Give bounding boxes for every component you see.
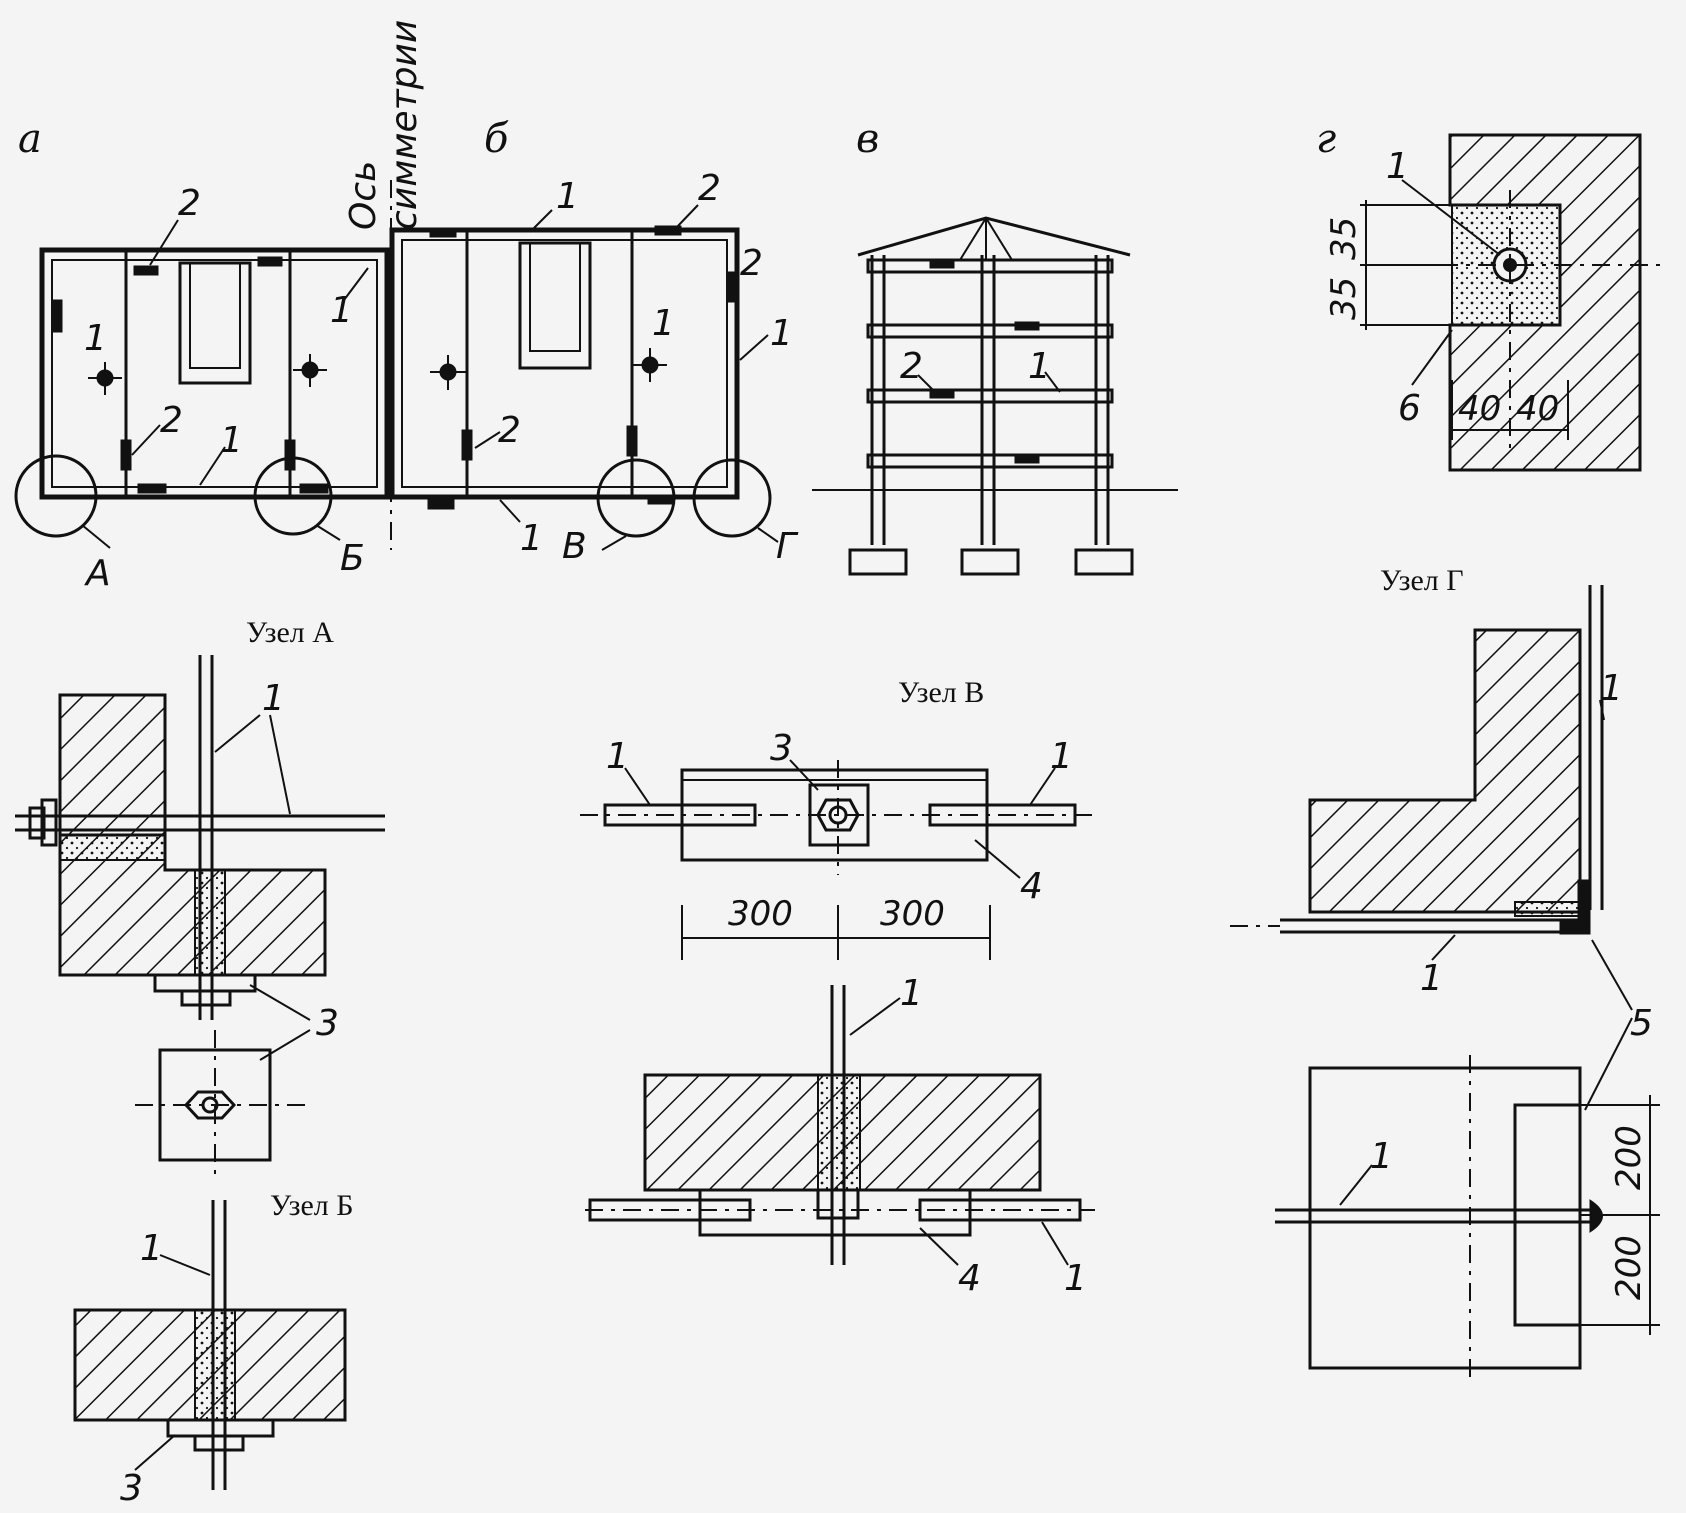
- node-title-A: Узел А: [246, 616, 334, 649]
- marker-1: 1: [220, 420, 243, 461]
- marker-1: 1: [652, 303, 675, 344]
- dim-40: 40: [1516, 389, 1559, 429]
- marker-2: 2: [160, 400, 183, 441]
- plan-b: б 1 2 2 1 1 2 1 В Г: [389, 116, 799, 567]
- marker-1: 1: [262, 678, 285, 719]
- marker-4: 4: [958, 1258, 981, 1299]
- marker-1: 1: [1420, 958, 1443, 999]
- axis-label-line2: симметрии: [384, 20, 425, 230]
- marker-1: 1: [606, 736, 629, 777]
- marker-6: 6: [1398, 388, 1421, 429]
- marker-1: 1: [1050, 736, 1073, 777]
- marker-2: 2: [900, 346, 923, 387]
- marker-1: 1: [1064, 1258, 1087, 1299]
- callout-V: В: [562, 526, 587, 567]
- node-V: Узел В 3 1 1 4 300 300 1 4: [580, 676, 1100, 1299]
- node-title-B: Узел Б: [270, 1189, 353, 1222]
- node-A: Узел А 1 3: [15, 616, 385, 1180]
- marker-3: 3: [316, 1003, 339, 1044]
- marker-2: 2: [498, 410, 521, 451]
- panel-label-g: г: [1316, 116, 1336, 162]
- marker-3: 3: [770, 728, 793, 769]
- plan-a: а 2 1 2 1 1 А Б: [14, 116, 390, 594]
- marker-1: 1: [1370, 1136, 1393, 1177]
- marker-1: 1: [1386, 146, 1409, 187]
- node-G: Узел Г 1 1 5 200 200 1: [1230, 564, 1660, 1385]
- marker-1: 1: [556, 176, 579, 217]
- marker-2: 2: [178, 183, 201, 224]
- marker-1: 1: [900, 973, 923, 1014]
- axis-label-line1: Ось: [343, 161, 384, 230]
- marker-1: 1: [770, 313, 793, 354]
- callout-B: Б: [340, 538, 365, 579]
- callout-A: А: [84, 553, 111, 594]
- dim-40: 40: [1458, 389, 1501, 429]
- dim-35: 35: [1324, 277, 1364, 320]
- panel-label-a: а: [18, 116, 42, 162]
- callout-G: Г: [776, 526, 799, 567]
- node-B: Узел Б 1 3: [73, 1189, 353, 1509]
- panel-label-b: б: [484, 116, 509, 162]
- node-title-V: Узел В: [898, 676, 984, 709]
- marker-1: 1: [1028, 346, 1051, 387]
- dim-300: 300: [880, 894, 945, 934]
- detail-g: г 35 35 40 40 1 6: [1316, 116, 1668, 472]
- dim-300: 300: [728, 894, 793, 934]
- marker-1: 1: [330, 290, 353, 331]
- marker-2: 2: [698, 168, 721, 209]
- marker-1: 1: [1600, 668, 1623, 709]
- dim-200: 200: [1609, 1235, 1649, 1300]
- marker-4: 4: [1020, 866, 1043, 907]
- dim-35: 35: [1324, 217, 1364, 260]
- dim-200: 200: [1609, 1125, 1649, 1190]
- panel-label-v: в: [856, 116, 879, 162]
- marker-1: 1: [520, 518, 543, 559]
- marker-1: 1: [140, 1228, 163, 1269]
- node-title-G: Узел Г: [1380, 564, 1464, 597]
- marker-1: 1: [84, 318, 107, 359]
- section-v: в 2 1: [812, 116, 1178, 576]
- marker-2: 2: [740, 243, 763, 284]
- marker-3: 3: [120, 1468, 143, 1509]
- marker-5: 5: [1630, 1003, 1653, 1044]
